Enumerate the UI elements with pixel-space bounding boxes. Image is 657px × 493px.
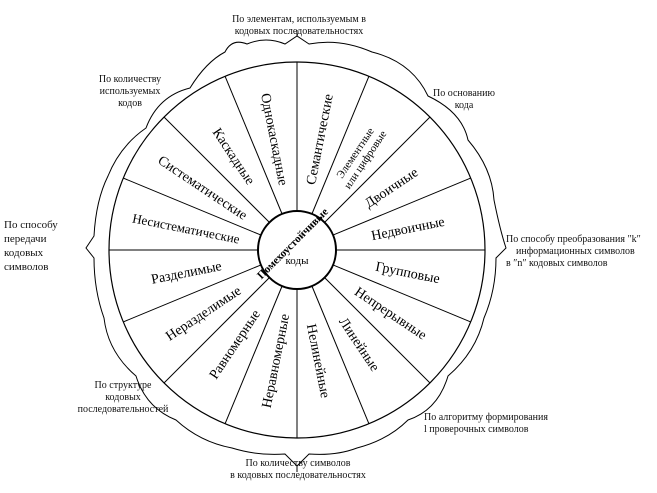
sector-label: Двоичные: [362, 165, 421, 211]
sector-divider: [163, 116, 270, 223]
sector-label: Непрерывные: [351, 285, 428, 344]
sector-divider: [311, 285, 370, 424]
criterion-top: По элементам, используемым в кодовых пос…: [232, 14, 366, 37]
sector-divider: [224, 76, 283, 215]
outer-brace-outline: [85, 35, 507, 467]
criterion-bottom: По количеству символов в кодовых последо…: [230, 458, 366, 481]
sector-dividers: [109, 62, 485, 438]
sector-label: Однокаскадные: [257, 92, 290, 187]
sector-divider: [311, 76, 370, 215]
sector-divider: [324, 116, 431, 223]
criterion-bottom-right: По алгоритму формирования l проверочных …: [424, 412, 548, 435]
sector-label: Семантические: [304, 93, 337, 186]
criterion-right: По способу преобразования ″k″ информацио…: [506, 234, 641, 269]
sector-divider: [224, 285, 283, 424]
sector-divider: [332, 177, 471, 236]
sector-label: Разделимые: [150, 259, 223, 288]
sector-divider: [332, 264, 471, 323]
sector-divider: [123, 264, 262, 323]
criterion-left: По способу передачи кодовых символов: [4, 219, 58, 273]
criterion-top-left: По количеству используемых кодов: [98, 74, 162, 109]
sector-label: Линейные: [335, 315, 381, 374]
center-subtitle: коды: [286, 255, 310, 267]
sector-divider: [123, 177, 262, 236]
sector-label: Элементныеили цифровые: [332, 122, 389, 191]
sector-label: Нелинейные: [303, 323, 332, 400]
inner-circle: [257, 210, 337, 290]
sector-label: Равномерные: [207, 307, 264, 382]
sector-divider: [324, 277, 431, 384]
sector-label: Недвоичные: [370, 215, 446, 244]
sector-label: Несистематические: [131, 210, 241, 246]
criterion-bottom-left: По структуре кодовых последовательностей: [77, 380, 169, 415]
sector-divider: [163, 277, 270, 384]
criterion-top-right: По основанию кода: [433, 88, 495, 111]
sector-label: Групповые: [374, 260, 441, 287]
